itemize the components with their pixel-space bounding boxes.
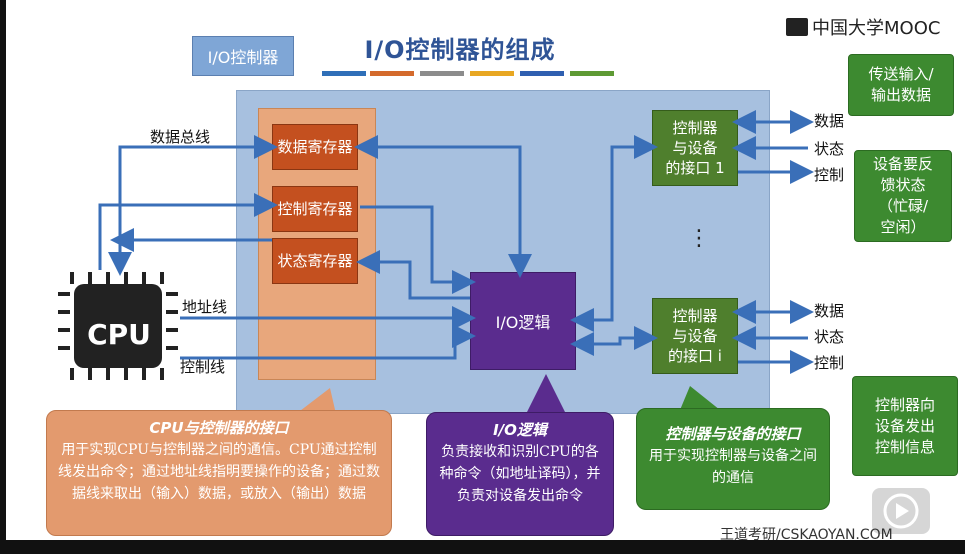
device-control-label-1: 控制 bbox=[814, 166, 845, 184]
data-register: 数据寄存器 bbox=[272, 124, 358, 170]
device-status-label-i: 状态 bbox=[814, 328, 845, 346]
page-title: I/O控制器的组成 bbox=[364, 36, 556, 64]
io-callout-title: I/O逻辑 bbox=[493, 421, 547, 439]
device-interface-i: 控制器 与设备 的接口 i bbox=[652, 298, 738, 374]
device-data-label-i: 数据 bbox=[814, 302, 845, 320]
device-callout-title: 控制器与设备的接口 bbox=[665, 425, 801, 443]
mooc-logo-icon bbox=[786, 18, 808, 36]
data-bus-label: 数据总线 bbox=[150, 128, 211, 146]
cpu-chip-icon bbox=[58, 272, 178, 380]
cpu-label: CPU bbox=[87, 318, 151, 351]
title-underline-seg bbox=[520, 71, 564, 76]
cpu-callout-body: 用于实现CPU与控制器之间的通信。CPU通过控制线发出命令；通过地址线指明要操作… bbox=[58, 442, 380, 502]
title-underline-seg bbox=[370, 71, 414, 76]
ellipsis-marker: ⋮ bbox=[688, 226, 710, 251]
address-line-label: 地址线 bbox=[182, 298, 228, 316]
mooc-logo: 中国大学MOOC bbox=[786, 14, 940, 40]
note-status-feedback: 设备要反 馈状态 （忙碌/ 空闲） bbox=[854, 150, 952, 242]
video-overlay[interactable] bbox=[872, 488, 930, 534]
control-register: 控制寄存器 bbox=[272, 186, 358, 232]
device-callout-body: 用于实现控制器与设备之间的通信 bbox=[649, 448, 817, 486]
play-icon[interactable] bbox=[872, 488, 930, 534]
io-callout-body: 负责接收和识别CPU的各种命令（如地址译码），并负责对设备发出命令 bbox=[439, 444, 601, 504]
watermark: 王道考研/CSKAOYAN.COM bbox=[720, 527, 893, 543]
device-status-label-1: 状态 bbox=[814, 140, 845, 158]
cpu-callout-title: CPU与控制器的接口 bbox=[149, 419, 289, 437]
bottom-frame-border bbox=[0, 540, 965, 554]
io-controller-tag: I/O控制器 bbox=[192, 36, 294, 76]
title-underline-seg bbox=[322, 71, 366, 76]
note-control-info: 控制器向 设备发出 控制信息 bbox=[852, 376, 958, 476]
device-data-label-1: 数据 bbox=[814, 112, 845, 130]
title-underline-seg bbox=[420, 71, 464, 76]
device-interface-1: 控制器 与设备 的接口 1 bbox=[652, 110, 738, 186]
note-transfer-data: 传送输入/ 输出数据 bbox=[848, 54, 954, 116]
io-logic-callout: I/O逻辑 负责接收和识别CPU的各种命令（如地址译码），并负责对设备发出命令 bbox=[426, 412, 614, 536]
control-line-label: 控制线 bbox=[180, 358, 226, 376]
device-control-label-i: 控制 bbox=[814, 354, 845, 372]
device-interface-callout: 控制器与设备的接口 用于实现控制器与设备之间的通信 bbox=[636, 408, 830, 510]
left-frame-border bbox=[0, 0, 6, 554]
title-underline-seg bbox=[470, 71, 514, 76]
cpu-interface-callout: CPU与控制器的接口 用于实现CPU与控制器之间的通信。CPU通过控制线发出命令… bbox=[46, 410, 392, 536]
logo-text: 中国大学MOOC bbox=[812, 18, 941, 39]
title-underline-seg bbox=[570, 71, 614, 76]
